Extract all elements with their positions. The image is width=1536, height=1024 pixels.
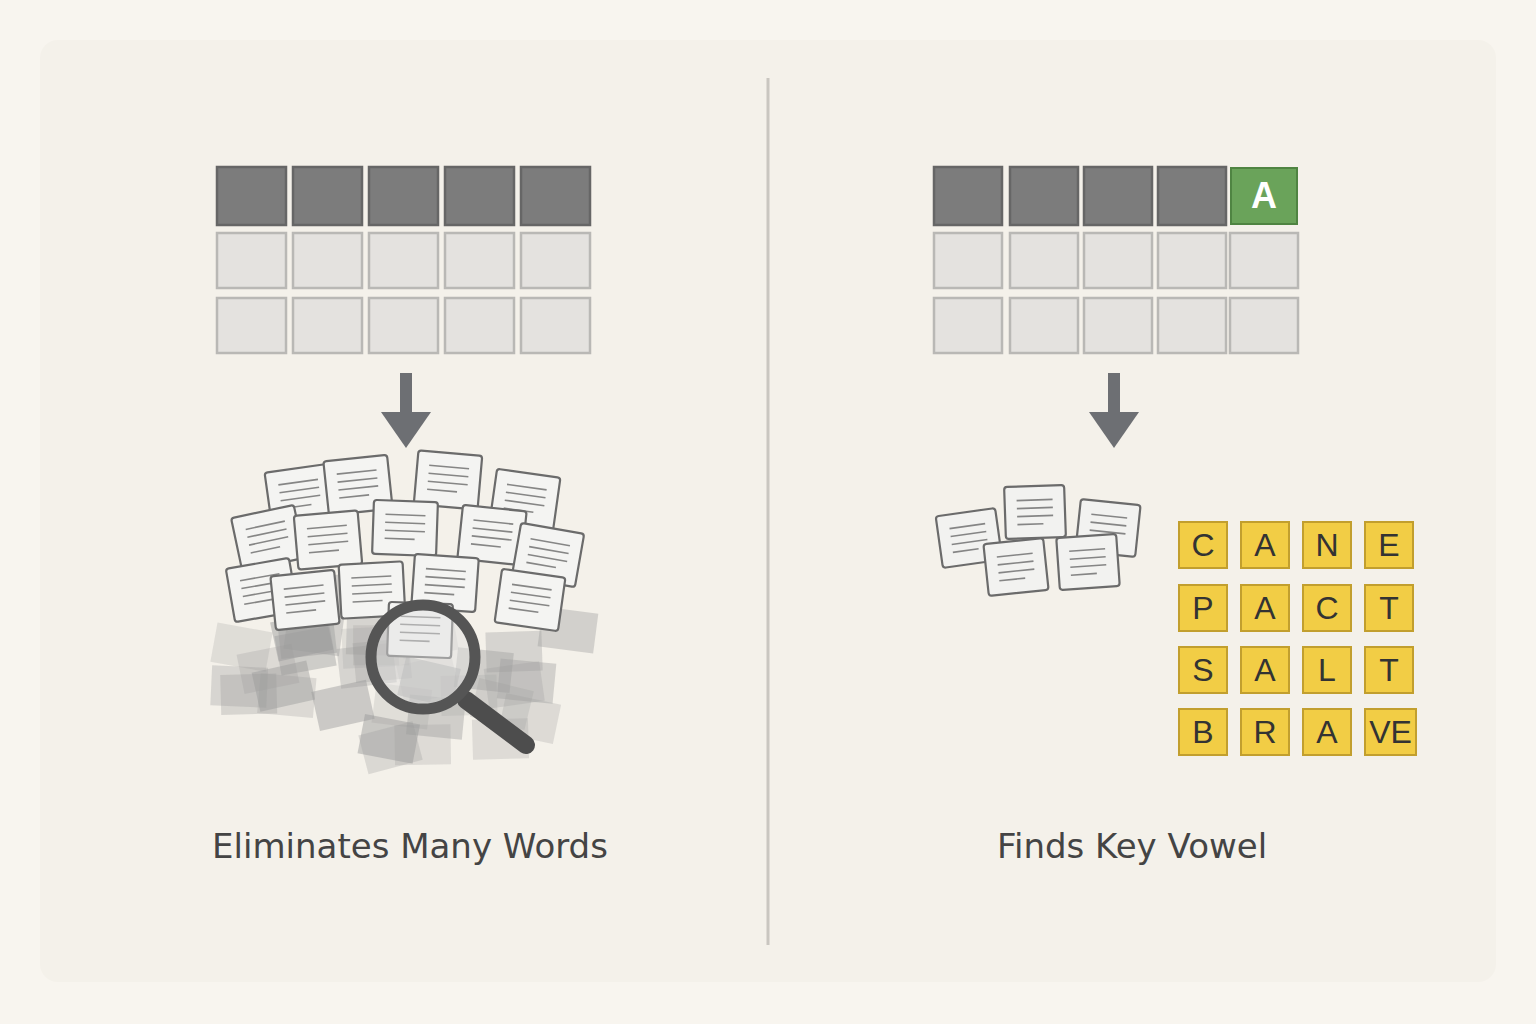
empty-tile (934, 233, 1002, 288)
empty-tile (445, 298, 514, 353)
present-letter-tile: A (1302, 708, 1352, 756)
present-letter-tile: N (1302, 521, 1352, 569)
paper-sheet (1056, 534, 1119, 590)
empty-tile (934, 298, 1002, 353)
faded-sheet (210, 665, 268, 708)
faded-sheet (358, 721, 422, 774)
tile-letter: N (1315, 529, 1338, 561)
present-letter-tile: L (1302, 646, 1352, 694)
grey-tile (934, 167, 1002, 225)
present-letter-tile: VE (1364, 708, 1417, 756)
paper-sheet (270, 570, 339, 630)
down-arrow (381, 373, 431, 448)
empty-tile (1084, 233, 1152, 288)
empty-tile (217, 298, 286, 353)
grey-tile (521, 167, 590, 225)
tile-letter: A (1251, 178, 1277, 214)
empty-tile (1010, 233, 1078, 288)
empty-tile (293, 233, 362, 288)
present-letter-tile: S (1178, 646, 1228, 694)
empty-tile (1158, 298, 1226, 353)
empty-tile (293, 298, 362, 353)
correct-letter-tile: A (1230, 167, 1298, 225)
present-letter-tile: C (1178, 521, 1228, 569)
empty-tile (445, 233, 514, 288)
paper-sheet (294, 510, 362, 569)
tile-letter: S (1192, 654, 1213, 686)
empty-tile (369, 233, 438, 288)
empty-tile (1230, 233, 1298, 288)
magnifier-icon (371, 605, 526, 745)
empty-tile (1230, 298, 1298, 353)
present-letter-tile: A (1240, 584, 1290, 632)
present-letter-tile: C (1302, 584, 1352, 632)
empty-tile (521, 298, 590, 353)
grey-tile (217, 167, 286, 225)
grey-tile (293, 167, 362, 225)
empty-tile (1158, 233, 1226, 288)
present-letter-tile: B (1178, 708, 1228, 756)
paper-sheet (372, 500, 438, 556)
present-letter-tile: T (1364, 646, 1414, 694)
grey-tile (369, 167, 438, 225)
grey-tile (1010, 167, 1078, 225)
panel-background (40, 40, 1496, 982)
tile-letter: R (1253, 716, 1276, 748)
tile-letter: L (1318, 654, 1336, 686)
empty-tile (521, 233, 590, 288)
paper-sheet (495, 569, 566, 631)
panel-caption: Finds Key Vowel (997, 826, 1267, 866)
tile-letter: B (1192, 716, 1213, 748)
paper-sheet (1004, 485, 1066, 539)
empty-tile (1084, 298, 1152, 353)
tile-letter: P (1192, 592, 1213, 624)
tile-letter: E (1378, 529, 1399, 561)
faded-sheet (484, 661, 545, 708)
empty-tile (369, 298, 438, 353)
faded-sheet (210, 622, 272, 671)
tile-letter: A (1316, 716, 1337, 748)
present-letter-tile: R (1240, 708, 1290, 756)
panel-caption: Eliminates Many Words (212, 826, 608, 866)
down-arrow (1089, 373, 1139, 448)
word-pile (210, 450, 598, 774)
present-letter-tile: A (1240, 646, 1290, 694)
tile-letter: A (1254, 529, 1275, 561)
tile-letter: T (1379, 592, 1399, 624)
tile-letter: T (1379, 654, 1399, 686)
divider-line (767, 78, 770, 945)
present-letter-tile: A (1240, 521, 1290, 569)
tile-letter: C (1191, 529, 1214, 561)
letter-grids (217, 167, 1298, 353)
present-letter-tile: T (1364, 584, 1414, 632)
tile-letter: A (1254, 654, 1275, 686)
grey-tile (1158, 167, 1226, 225)
tile-letter: A (1254, 592, 1275, 624)
grey-tile (1084, 167, 1152, 225)
empty-tile (1010, 298, 1078, 353)
paper-sheet (983, 538, 1048, 596)
present-letter-tile: E (1364, 521, 1414, 569)
word-pile (936, 485, 1141, 596)
tile-letter: C (1315, 592, 1338, 624)
empty-tile (217, 233, 286, 288)
grey-tile (445, 167, 514, 225)
tile-letter: VE (1369, 716, 1412, 748)
present-letter-tile: P (1178, 584, 1228, 632)
